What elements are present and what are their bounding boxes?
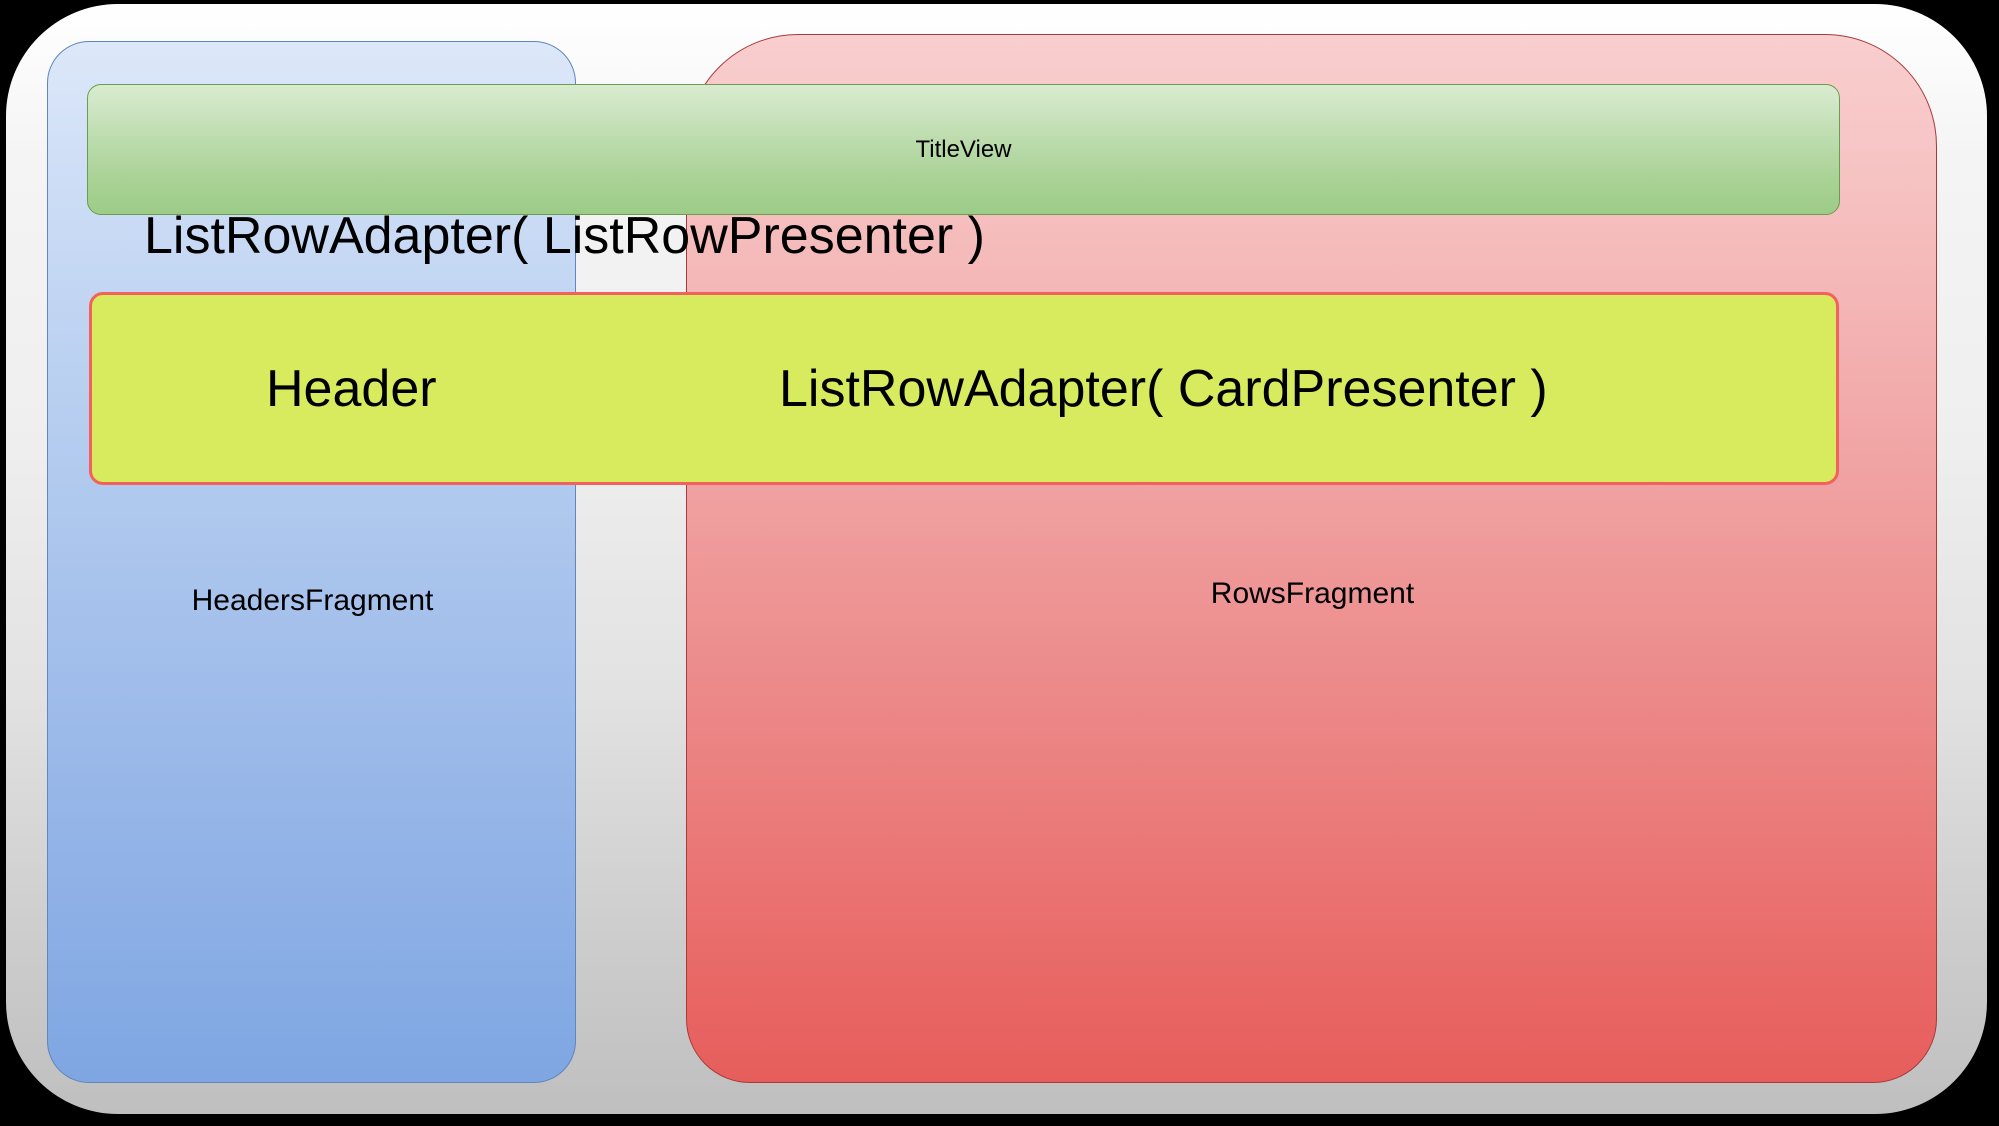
row-header-label: Header [266, 360, 437, 418]
listrow-adapter-cardpresenter-label: ListRowAdapter( CardPresenter ) [779, 360, 1548, 418]
title-view-label: TitleView [915, 135, 1012, 163]
title-view-bar: TitleView [87, 84, 1840, 215]
listrow-adapter-listrowpresenter-label: ListRowAdapter( ListRowPresenter ) [144, 207, 985, 265]
rows-fragment-label: RowsFragment [1210, 577, 1415, 610]
headers-fragment-label: HeadersFragment [191, 584, 434, 617]
list-row-box: Header ListRowAdapter( CardPresenter ) [89, 292, 1839, 485]
